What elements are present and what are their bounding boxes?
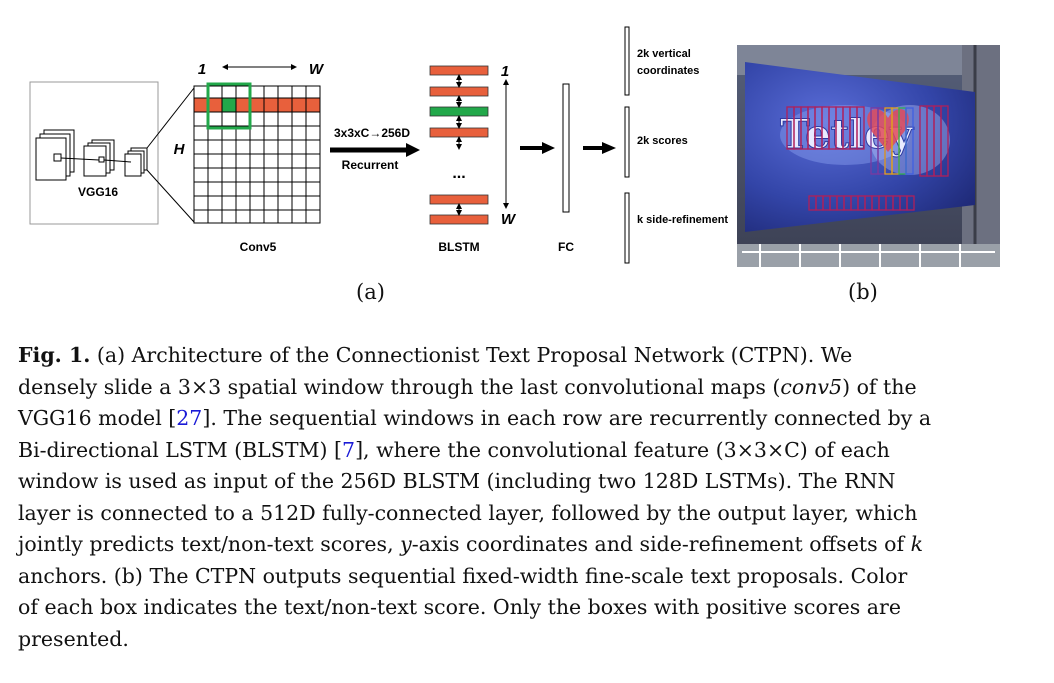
caption-text: (a) Architecture of the Connectionist Te…: [90, 343, 853, 367]
caption-text: ) of the: [842, 374, 917, 399]
caption-line: Bi-directional LSTM (BLSTM) [7], where t…: [18, 435, 1038, 467]
caption-line: anchors. (b) The CTPN outputs sequential…: [18, 561, 1038, 593]
caption-text: Bi-directional LSTM (BLSTM) [: [18, 437, 343, 462]
caption-line: VGG16 model [27]. The sequential windows…: [18, 403, 1038, 435]
caption-line: layer is connected to a 512D fully-conne…: [18, 498, 1038, 530]
caption-line: densely slide a 3×3 spatial window throu…: [18, 372, 1038, 404]
vgg16-block: VGG16: [29, 81, 195, 225]
caption-line: jointly predicts text/non-text scores, y…: [18, 529, 1038, 561]
conv5-label: Conv5: [240, 240, 277, 254]
caption-text: window is used as input of the 256D BLST…: [18, 469, 896, 493]
caption-italic: k: [910, 532, 923, 556]
caption-text: ], where the convolutional feature (3×3×…: [355, 437, 890, 462]
caption-italic: y: [400, 532, 412, 556]
caption-text: densely slide a 3×3 spatial window throu…: [18, 374, 781, 399]
caption-text: of each box indicates the text/non-text …: [18, 595, 901, 619]
caption-fig-number: Fig. 1.: [18, 343, 91, 367]
blstm-axis-w: W: [501, 211, 517, 228]
conv5-axis-w: W: [309, 61, 325, 78]
conv5-axis-1: 1: [198, 61, 206, 78]
subfigure-label-a: (a): [356, 280, 385, 304]
blstm-ellipsis: ...: [452, 165, 465, 182]
subfigure-label-b: (b): [848, 280, 878, 304]
caption-text: VGG16 model [: [18, 406, 177, 430]
caption-text: anchors. (b) The CTPN outputs sequential…: [18, 563, 908, 588]
text-proposal-boxes: [786, 105, 949, 211]
citation-link[interactable]: 27: [176, 406, 203, 430]
output-vertical-line2: coordinates: [637, 65, 699, 77]
caption-line: of each box indicates the text/non-text …: [18, 592, 1038, 624]
result-photo: Tetley: [737, 45, 1000, 267]
blstm-axis-1: 1: [501, 63, 509, 80]
output-vertical-line1: 2k vertical: [637, 48, 691, 60]
caption-line: window is used as input of the 256D BLST…: [18, 466, 1038, 498]
output-arrow: [583, 142, 616, 154]
caption-text: -axis coordinates and side-refinement of…: [411, 532, 911, 556]
fc-layer: FC: [558, 83, 574, 254]
citation-link[interactable]: 7: [342, 437, 356, 462]
caption-text: presented.: [18, 626, 129, 651]
arrow-label-bottom: Recurrent: [342, 158, 399, 172]
caption-italic: conv5: [780, 374, 843, 399]
conv5-grid: 1 W H Conv5: [174, 61, 325, 254]
blstm-block: ... 1 W BLSTM: [429, 63, 517, 254]
output-side-refinement: k side-refinement: [637, 214, 728, 226]
conv5-axis-h: H: [174, 141, 186, 158]
architecture-diagram: VGG16: [29, 26, 1000, 267]
caption-text: ]. The sequential windows in each row ar…: [202, 406, 932, 430]
caption-text: layer is connected to a 512D fully-conne…: [18, 500, 918, 525]
figure-caption: Fig. 1. (a) Architecture of the Connecti…: [18, 340, 1038, 655]
caption-line: Fig. 1. (a) Architecture of the Connecti…: [18, 340, 1038, 372]
figure: VGG16: [0, 0, 1054, 320]
arrow-label-top: 3x3xC→256D: [334, 126, 410, 140]
caption-text: jointly predicts text/non-text scores,: [18, 532, 401, 556]
caption-line: presented.: [18, 624, 1038, 656]
output-scores: 2k scores: [637, 135, 688, 147]
output-layers: 2k vertical coordinates 2k scores k side…: [624, 26, 728, 264]
fc-label: FC: [558, 240, 574, 254]
vgg16-label: VGG16: [78, 185, 118, 199]
blstm-label: BLSTM: [438, 240, 479, 254]
recurrent-arrow: 3x3xC→256D Recurrent: [330, 126, 420, 172]
fc-arrow: [520, 142, 555, 154]
